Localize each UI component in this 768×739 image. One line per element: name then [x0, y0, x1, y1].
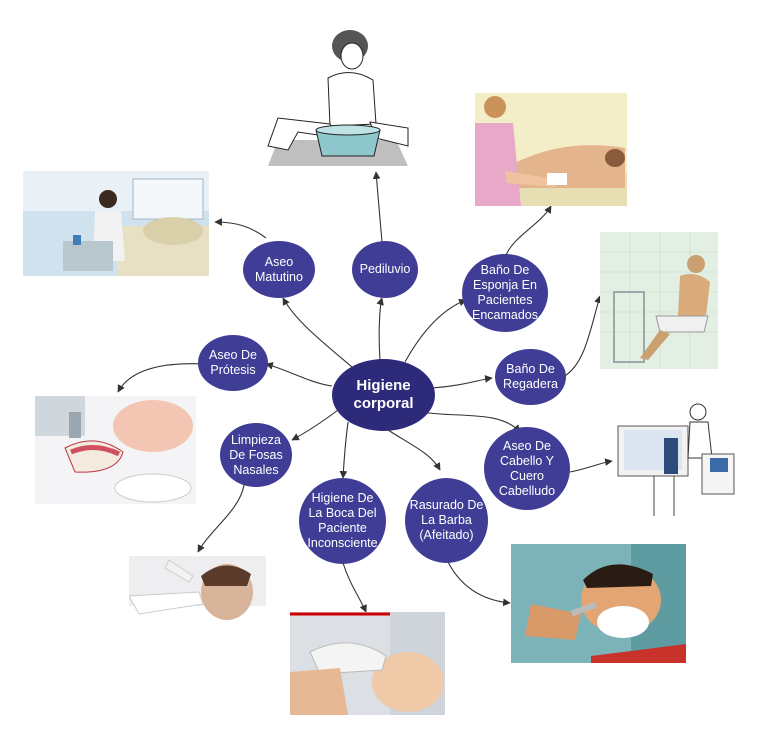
- connector-aseo-cabello-picture: [569, 458, 613, 473]
- connector-bano-esponja-picture: [505, 205, 552, 256]
- topic-label-bano-regadera: Baño De Regadera: [503, 362, 558, 391]
- connector-bano-regadera: [431, 375, 493, 389]
- topic-label-rasurado: Rasurado De La Barba (Afeitado): [409, 498, 484, 542]
- center-label: Higiene corporal: [353, 377, 414, 412]
- connector-limpieza-fosas: [291, 406, 343, 441]
- rasurado-illustration: [511, 544, 686, 663]
- topic-label-aseo-protesis: Aseo De Prótesis: [209, 348, 257, 377]
- connector-bano-regadera-picture: [562, 295, 602, 378]
- connector-bano-esponja: [404, 298, 467, 363]
- connector-aseo-cabello: [419, 411, 521, 433]
- connector-rasurado-picture: [447, 561, 511, 607]
- aseo-matutino-photo: [23, 171, 209, 276]
- connector-higiene-boca-picture: [342, 562, 367, 613]
- topic-label-pediluvio: Pediluvio: [359, 262, 411, 276]
- connector-limpieza-fosas-picture: [197, 484, 245, 553]
- topic-node-higiene-boca: Higiene De La Boca Del Paciente Inconsci…: [299, 478, 386, 564]
- higiene-boca-photo: [290, 612, 445, 715]
- connector-pediluvio: [376, 297, 384, 361]
- center-node: Higiene corporal: [332, 359, 435, 431]
- topic-label-limpieza-fosas: Limpieza De Fosas Nasales: [229, 432, 283, 477]
- topic-node-rasurado: Rasurado De La Barba (Afeitado): [405, 478, 488, 563]
- topic-node-limpieza-fosas: Limpieza De Fosas Nasales: [220, 423, 292, 487]
- connector-aseo-matutino: [282, 297, 353, 368]
- pediluvio-illustration: [258, 28, 416, 170]
- bano-esponja-photo: [475, 93, 627, 206]
- connector-aseo-matutino-picture: [214, 218, 267, 239]
- topic-label-aseo-cabello: Aseo De Cabello Y Cuero Cabelludo: [498, 438, 556, 498]
- connector-pediluvio-picture: [372, 171, 383, 243]
- connector-rasurado: [381, 425, 441, 471]
- topic-node-aseo-cabello: Aseo De Cabello Y Cuero Cabelludo: [484, 427, 570, 510]
- connector-aseo-protesis: [265, 362, 333, 387]
- aseo-protesis-photo: [35, 396, 196, 504]
- topic-label-higiene-boca: Higiene De La Boca Del Paciente Inconsci…: [307, 491, 378, 550]
- topic-node-pediluvio: Pediluvio: [352, 241, 418, 298]
- topic-label-bano-esponja: Baño De Esponja En Pacientes Encamados: [471, 263, 538, 322]
- limpieza-fosas-photo: [129, 556, 266, 634]
- topic-node-aseo-protesis: Aseo De Prótesis: [198, 335, 268, 391]
- topic-node-bano-esponja: Baño De Esponja En Pacientes Encamados: [462, 254, 548, 332]
- bano-regadera-illustration: [600, 232, 718, 369]
- connector-higiene-boca: [339, 421, 349, 479]
- connector-aseo-protesis-picture: [117, 363, 205, 393]
- topic-node-bano-regadera: Baño De Regadera: [495, 349, 566, 405]
- topic-label-aseo-matutino: Aseo Matutino: [255, 254, 303, 284]
- aseo-cabello-illustration: [614, 398, 742, 522]
- topic-node-aseo-matutino: Aseo Matutino: [243, 241, 315, 298]
